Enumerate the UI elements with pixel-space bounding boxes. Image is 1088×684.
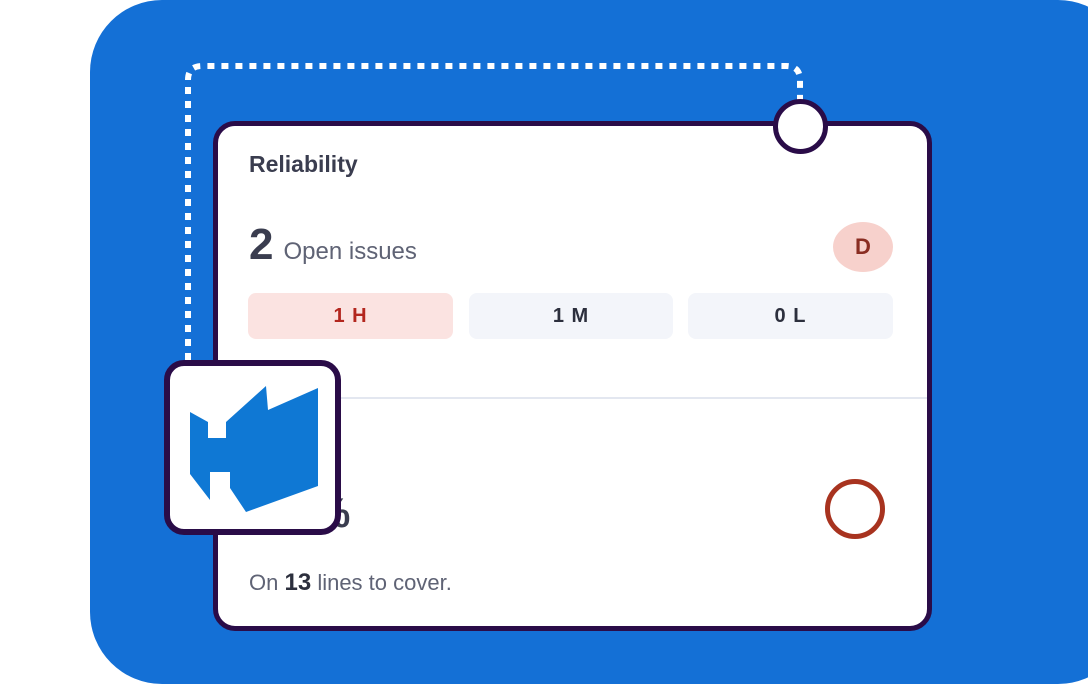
- coverage-ring-icon: [825, 479, 885, 539]
- coverage-note-suffix: lines to cover.: [317, 570, 452, 595]
- azure-devops-logo-icon: [190, 386, 318, 512]
- severity-medium-button[interactable]: 1 M: [469, 293, 673, 339]
- open-issues-label: Open issues: [283, 238, 417, 265]
- open-issues-row[interactable]: 2 Open issues: [249, 220, 417, 270]
- open-issues-count: 2: [249, 220, 274, 269]
- coverage-note-prefix: On: [249, 570, 279, 595]
- coverage-note-count: 13: [284, 569, 312, 596]
- section-divider: [218, 397, 927, 399]
- severity-high-button[interactable]: 1 H: [248, 293, 453, 339]
- grade-badge: D: [833, 222, 893, 272]
- azure-devops-logo-tile: [164, 360, 341, 535]
- severity-low-button[interactable]: 0 L: [688, 293, 893, 339]
- coverage-note: On 13 lines to cover.: [249, 569, 452, 597]
- connector-node-icon: [773, 99, 828, 154]
- card-title: Reliability: [249, 151, 358, 177]
